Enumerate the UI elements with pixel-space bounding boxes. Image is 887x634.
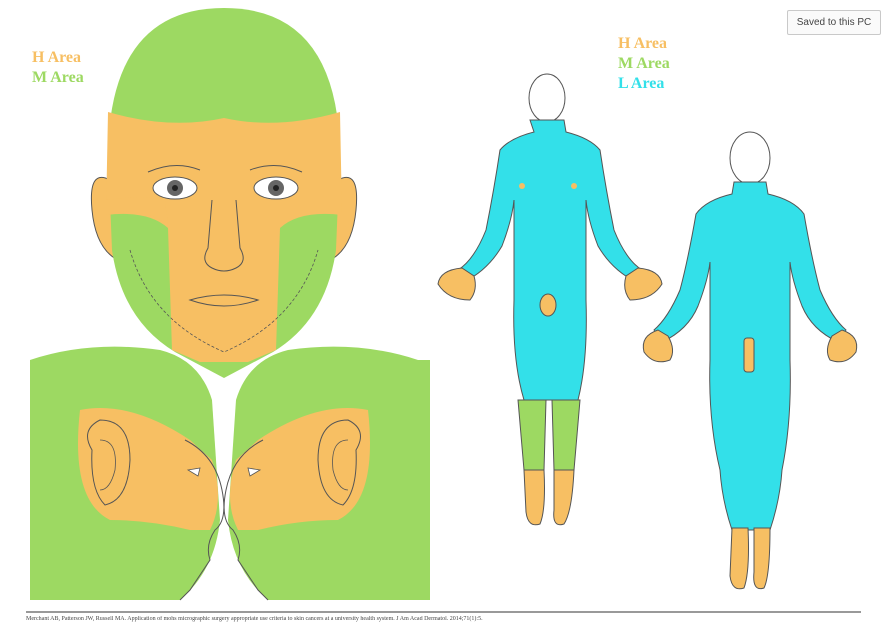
back-gluteal-h-region — [744, 338, 754, 372]
back-feet-h-region — [730, 528, 770, 589]
front-genital-h-region — [540, 294, 556, 316]
body-front — [438, 74, 662, 525]
front-torso-l-region — [458, 120, 642, 400]
front-head — [529, 74, 565, 122]
face-side-right — [224, 347, 430, 600]
face-side-left — [30, 347, 224, 600]
figure-citation: Merchant AB, Patterson JW, Russell MA. A… — [26, 616, 861, 622]
front-right-hand — [625, 268, 662, 300]
front-feet-h-region — [524, 470, 574, 525]
body-back — [643, 132, 856, 589]
face-front — [91, 8, 356, 378]
back-head — [730, 132, 770, 184]
front-left-hand — [438, 268, 475, 300]
front-lower-legs-m-region — [518, 400, 580, 470]
